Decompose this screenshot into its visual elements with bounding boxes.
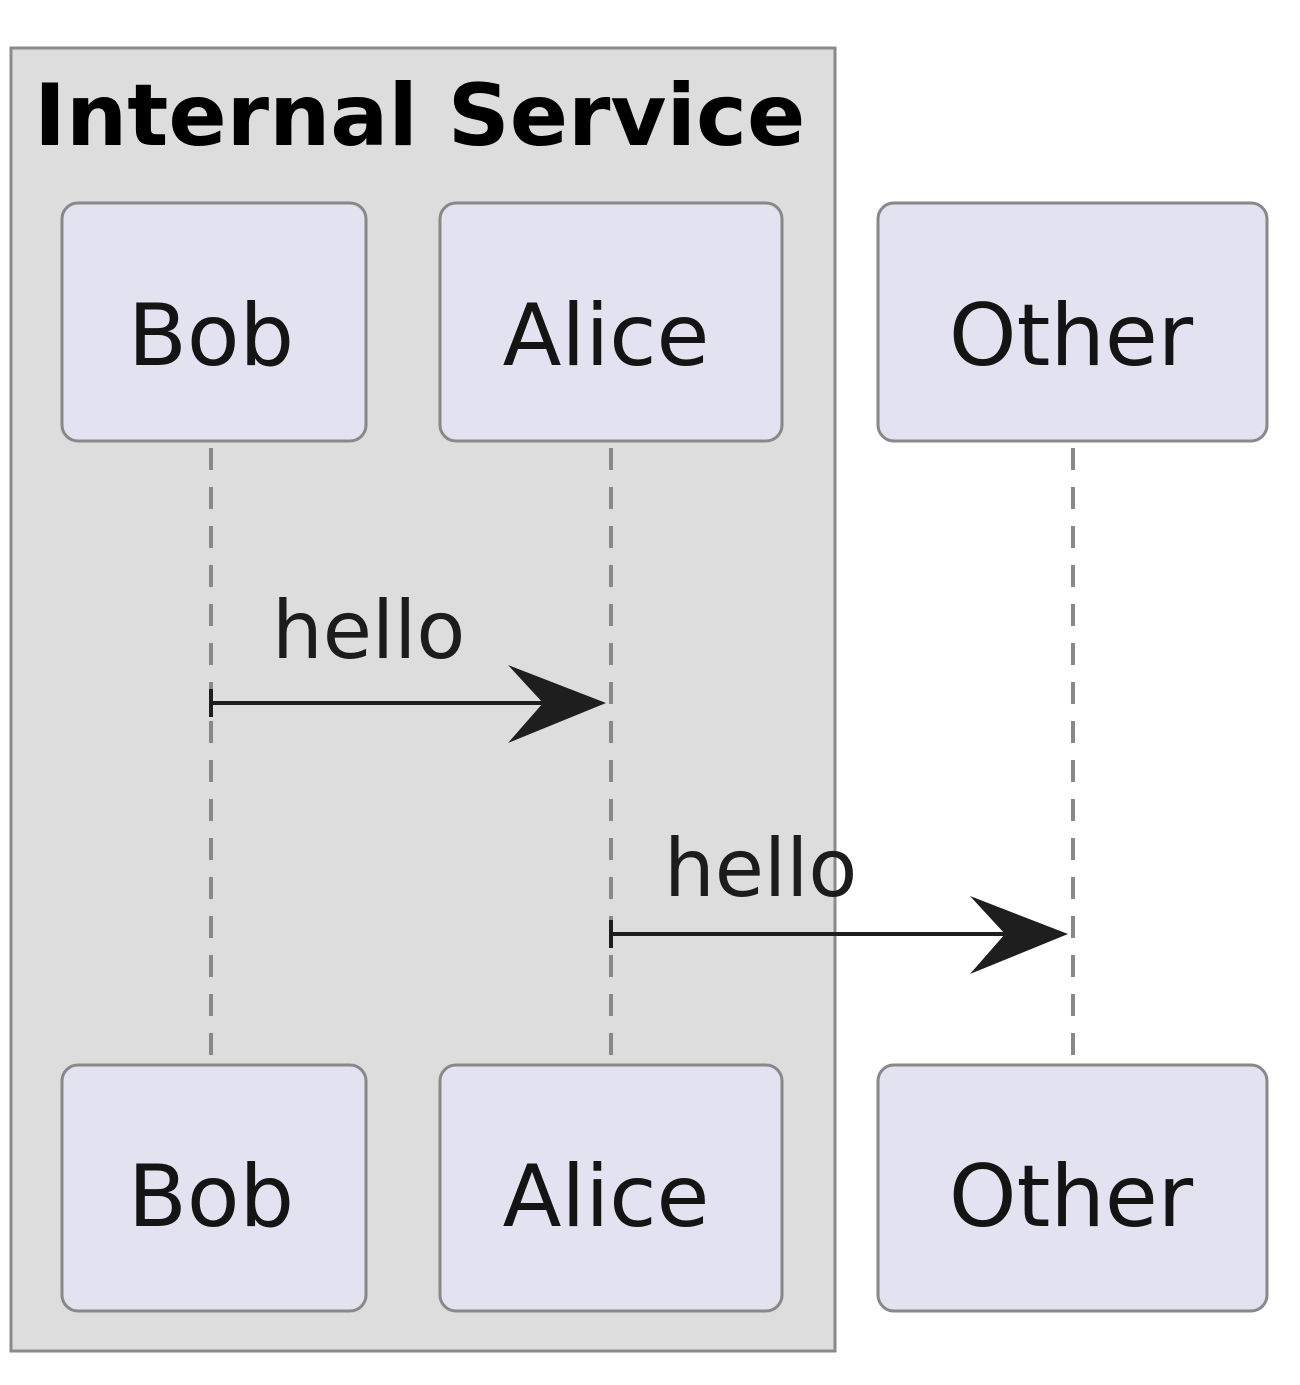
- participant-alice-top: [438, 201, 784, 443]
- participant-bob-top-label: Bob: [128, 286, 294, 386]
- message-1-arrowhead-icon: [508, 665, 606, 743]
- group-title: Internal Service: [34, 66, 805, 166]
- participant-other-bottom-label: Other: [949, 1147, 1194, 1247]
- message-1-label: hello: [272, 584, 465, 677]
- participant-alice-top-label: Alice: [503, 286, 710, 386]
- participant-bob-bottom-label: Bob: [128, 1147, 294, 1247]
- participant-bob-bottom: [60, 1063, 368, 1313]
- participant-alice-bottom: [438, 1063, 784, 1313]
- participant-bob-top: [60, 201, 368, 443]
- participant-other-top: [876, 201, 1269, 443]
- message-2-arrowhead-icon: [970, 896, 1068, 974]
- participant-other-bottom: [876, 1063, 1269, 1313]
- participant-alice-bottom-label: Alice: [503, 1147, 710, 1247]
- participant-other-top-label: Other: [949, 286, 1194, 386]
- message-2-label: hello: [664, 822, 857, 915]
